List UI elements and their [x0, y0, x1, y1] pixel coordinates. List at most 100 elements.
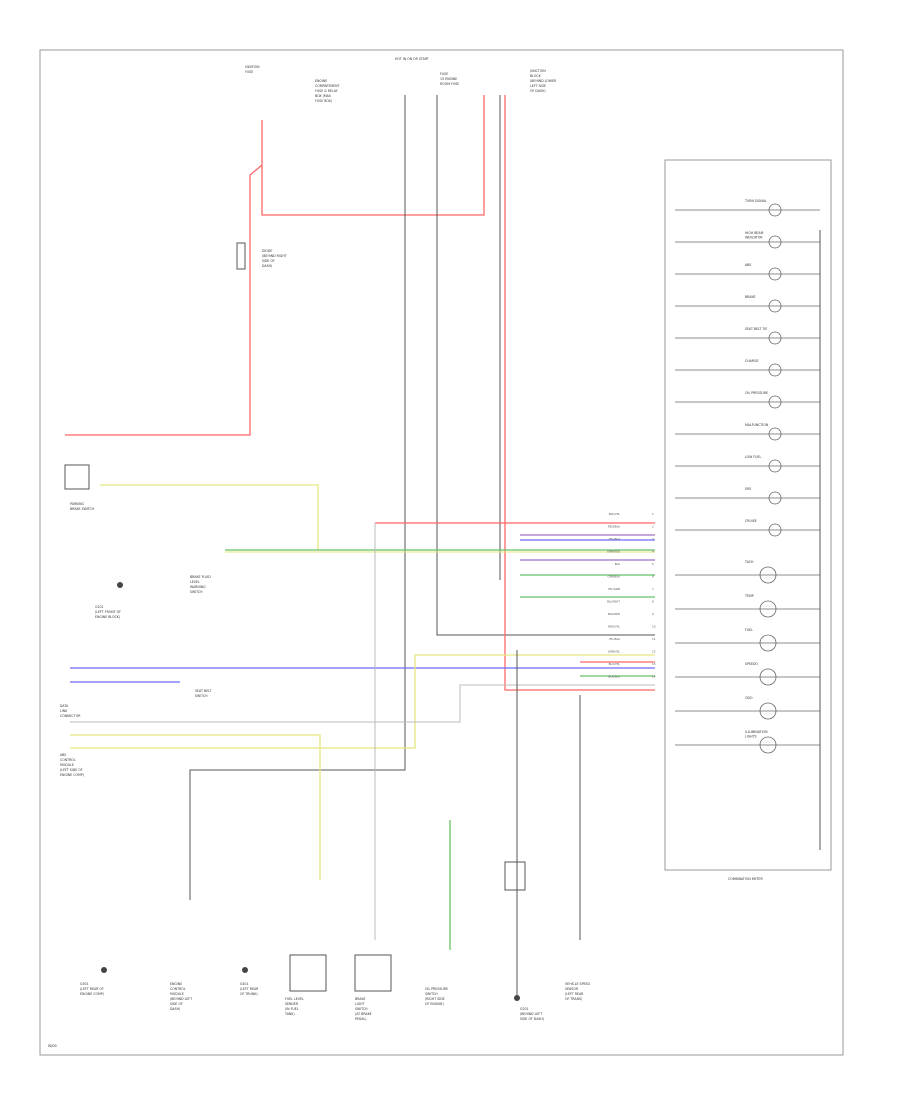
cluster-gauge-symbol — [759, 702, 777, 720]
cluster-indicator-lamp — [768, 203, 782, 217]
g401-ground-icon — [242, 967, 248, 973]
red-power-wire — [261, 95, 485, 216]
cluster-indicator-label: SRS — [745, 487, 751, 491]
cluster-indicator-label: TURN SIGNAL — [744, 199, 767, 203]
connector-wire-label: BLU/YEL — [609, 662, 621, 666]
connector-wire-label: GRN/YEL — [608, 650, 621, 654]
connector-pin-label: 11 — [652, 637, 656, 641]
red-feed-top — [249, 164, 263, 176]
cluster-indicator-lamp — [768, 235, 782, 249]
cluster-gauge-symbol — [759, 736, 777, 754]
g101-ground-icon — [117, 582, 123, 588]
diagram-border — [39, 49, 844, 1056]
cluster-indicator-lamp — [768, 395, 782, 409]
connector-wire-label: BLK/YEL — [609, 512, 621, 516]
top-label: HOT IN ON OR START — [395, 57, 429, 61]
connector-pin-label: 9 — [652, 612, 654, 616]
cluster-gauge-label: SPEEDO — [745, 662, 758, 666]
cluster-indicator-label: LOW FUEL — [745, 455, 762, 459]
fuel-sender-symbol — [289, 954, 327, 992]
cluster-gauge-symbol — [759, 668, 777, 686]
cluster-gauge-symbol — [759, 566, 777, 584]
yellow-dlc-wire-1 — [70, 734, 321, 880]
connector-pin-label: 4 — [652, 550, 654, 554]
cluster-indicator-label: SEAT BELT TIE — [745, 327, 767, 331]
cluster-indicator-lamp — [768, 331, 782, 345]
cluster-gauge-label: ODO — [745, 696, 753, 700]
yellow-dlc-wire-2 — [70, 654, 655, 749]
connector-wire-label: GRN/RED — [607, 550, 620, 554]
red-main-feed — [65, 175, 251, 436]
red-vertical-right — [504, 95, 655, 691]
connector-wire-label: RED/BLK — [608, 525, 620, 529]
cluster-indicator-lamp — [768, 267, 782, 281]
connector-pin-label: 5 — [652, 562, 654, 566]
cluster-indicator-lamp — [768, 491, 782, 505]
cluster-indicator-lamp — [768, 299, 782, 313]
connector-pin-label: 12 — [652, 650, 656, 654]
cluster-gauge-label: FUEL — [745, 628, 753, 632]
connector-pin-label: 8 — [652, 600, 654, 604]
connector-pin-label: 2 — [652, 525, 654, 529]
cluster-indicator-lamp — [768, 363, 782, 377]
connector-pin-label: 6 — [652, 575, 654, 579]
g201-ground-icon — [514, 995, 520, 1001]
connector-pin-label: 10 — [652, 625, 656, 629]
parking-brake-switch-symbol — [64, 464, 90, 490]
connector-wire-label: YEL/GRN — [608, 587, 620, 591]
connector-pin-label: 3 — [652, 537, 654, 541]
g301-ground-icon — [101, 967, 107, 973]
connector-pin-label: 14 — [652, 675, 656, 679]
combination-meter-frame — [664, 159, 832, 871]
connector-wire-label: RED/YEL — [608, 625, 620, 629]
connector-wire-label: BLK/RED — [608, 612, 620, 616]
cluster-gauge-label: TACH — [744, 560, 754, 564]
page-label: W/D0 — [48, 1044, 57, 1048]
cluster-gauge-symbol — [759, 600, 777, 618]
cluster-indicator-lamp — [768, 427, 782, 441]
cluster-gauge-label: TEMP — [744, 594, 754, 598]
cluster-indicator-label: OIL PRESSURE — [745, 391, 768, 395]
connector-wire-label: YEL/BLK — [609, 637, 620, 641]
connector-wire-label: BLK/BLU — [608, 675, 620, 679]
cluster-indicator-lamp — [768, 523, 782, 537]
cluster-indicator-label: BRAKE — [745, 295, 756, 299]
yellow-parking-wire — [100, 484, 319, 550]
connector-wire-label: BLK — [615, 562, 620, 566]
cluster-gauge-symbol — [759, 634, 777, 652]
cluster-indicator-label: MALFUNCTION — [745, 423, 769, 427]
connector-wire-label: YEL/BLU — [609, 537, 620, 541]
connector-wire-label: BLU/WHT — [607, 600, 620, 604]
cluster-indicator-label: ABS — [745, 263, 751, 267]
cluster-indicator-label: CRUISE — [745, 519, 757, 523]
brake-light-switch-symbol — [354, 954, 392, 992]
connector-pin-label: 1 — [652, 512, 654, 516]
black-junction-wire-1 — [189, 95, 406, 900]
connector-wire-label: GRN/BLK — [608, 575, 621, 579]
cluster-indicator-lamp — [768, 459, 782, 473]
cluster-indicator-label: CHARGE — [745, 359, 759, 363]
